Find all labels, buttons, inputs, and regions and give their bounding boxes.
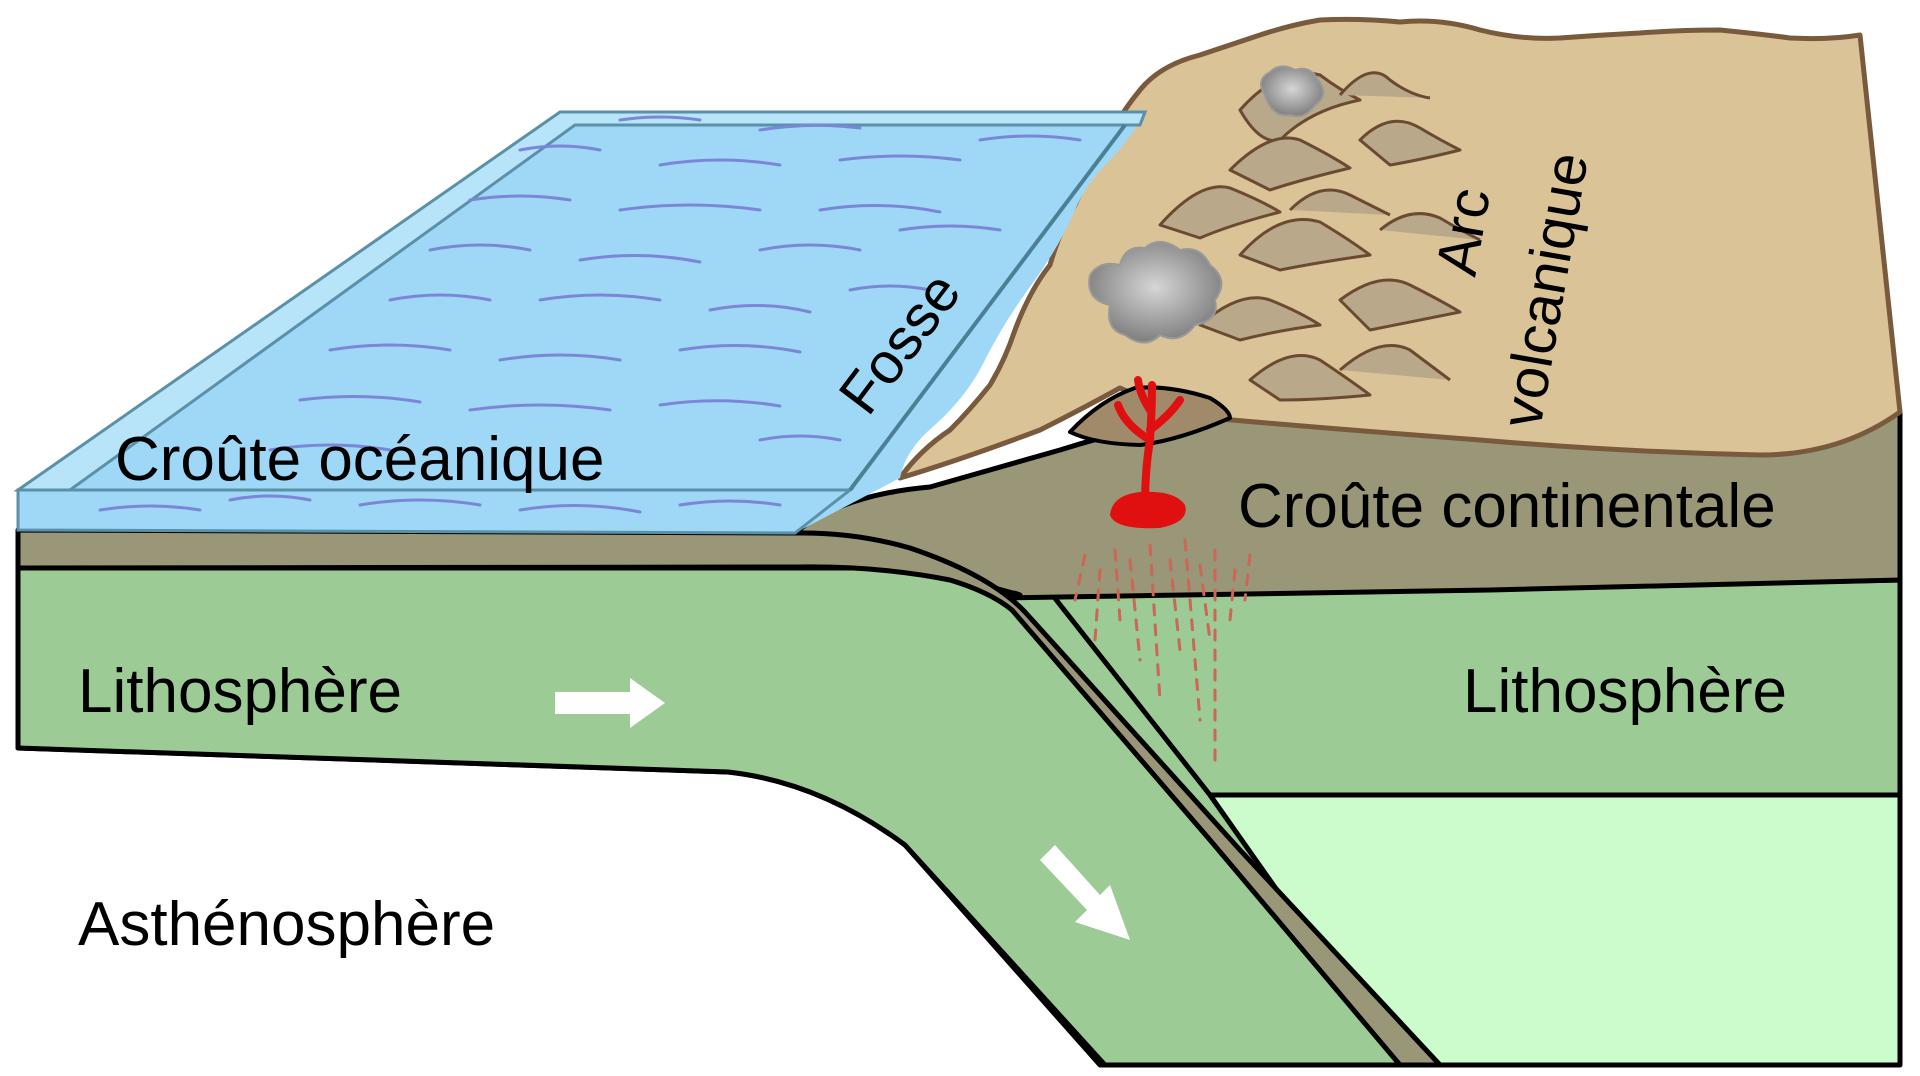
magma-chamber <box>1110 491 1186 529</box>
oceanic-crust-layer <box>15 527 1443 1068</box>
trench-line <box>848 123 1127 492</box>
ocean-waves <box>98 115 1082 514</box>
label-oceanic-crust: Croûte océanique <box>115 425 604 494</box>
ocean-block <box>18 112 1145 533</box>
melt-dashes <box>1073 538 1252 762</box>
lithosphere-motion-arrow <box>555 678 665 728</box>
ocean-front-face <box>16 488 855 535</box>
magma-system <box>1114 376 1184 509</box>
label-asthenosphere: Asthénosphère <box>78 890 495 959</box>
label-lithosphere-left: Lithosphère <box>78 657 402 726</box>
label-continental-crust: Croûte continentale <box>1238 472 1776 541</box>
slab-motion-arrow <box>1040 845 1130 940</box>
label-volcanic-arc-line1: Arc <box>1424 183 1503 280</box>
smoke-plume-small <box>1260 65 1325 118</box>
smoke-plume-main <box>1088 241 1223 344</box>
label-lithosphere-right: Lithosphère <box>1463 657 1787 726</box>
smoke-plumes <box>1088 65 1325 344</box>
